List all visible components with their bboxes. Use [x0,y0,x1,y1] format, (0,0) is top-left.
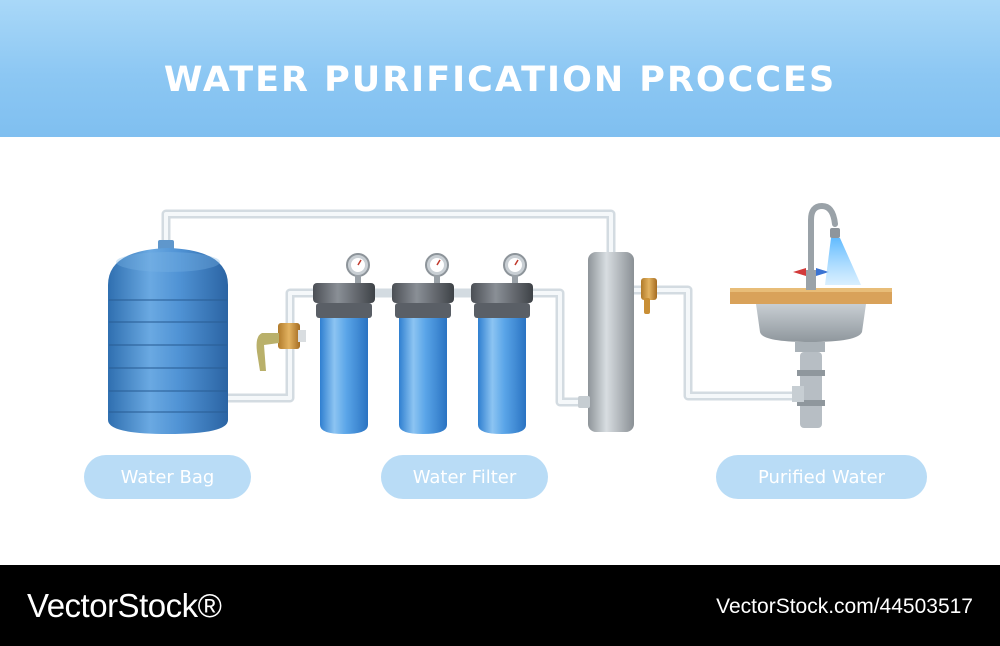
header-banner: WATER PURIFICATION PROCCES [0,0,1000,137]
water-filter-label-text: Water Filter [412,466,517,488]
sink [730,288,892,428]
purification-diagram: Water Bag Water Filter Purified Water [0,137,1000,565]
purified-water-label-text: Purified Water [757,466,886,488]
water-bag-label-text: Water Bag [120,466,215,488]
water-bag-label: Water Bag [84,455,251,499]
water-filter-label: Water Filter [381,455,548,499]
image-id: VectorStock.com/44503517 [716,595,973,618]
footer-bar: VectorStock® VectorStock.com/44503517 [0,565,1000,646]
diagram-illustration [108,202,892,434]
water-tank [108,240,228,434]
filter-cartridge-1 [313,253,375,434]
outlet-valve [641,278,657,314]
uv-column [578,252,634,432]
tank-valve [256,323,306,371]
filter-cartridge-3 [471,253,533,434]
page-title: WATER PURIFICATION PROCCES [163,60,837,100]
brand-logo: VectorStock® [27,587,222,624]
faucet [793,202,861,290]
filter-cartridge-2 [392,253,454,434]
purified-water-label: Purified Water [716,455,927,499]
